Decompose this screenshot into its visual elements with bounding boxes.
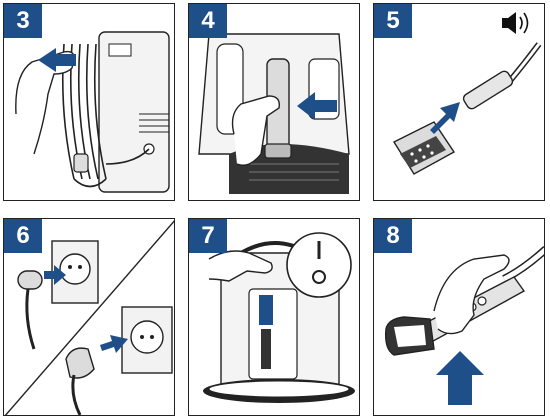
arrow-up-icon [436,351,484,405]
step-8-panel: 8 [373,218,545,416]
hose-unwrap-illustration [15,31,170,193]
step-7-panel: 7 [188,218,360,416]
attach-tool-illustration [392,12,542,175]
spray-trigger-illustration [384,246,544,405]
step-8-badge: 8 [374,219,412,253]
step-4-panel: 4 [188,3,360,201]
power-switch-illustration [203,232,355,403]
power-switch-icon [286,232,352,298]
power-plug-illustration [4,220,174,415]
step-3-panel: 3 [3,3,175,201]
arrow-up-right-icon [430,102,460,134]
step-4-badge: 4 [189,4,227,38]
tool-remove-illustration [198,33,350,194]
arrow-left-icon [38,48,76,72]
step-6-badge: 6 [4,219,42,253]
step-6-panel: 6 [3,218,175,416]
arrow-right-icon [44,265,66,285]
speaker-click-icon [502,12,529,34]
step-3-badge: 3 [4,4,42,38]
arrow-right-icon [100,335,128,353]
arrow-left-icon [297,92,337,120]
step-5-badge: 5 [374,4,412,38]
step-5-panel: 5 [373,3,545,201]
step-7-badge: 7 [189,219,227,253]
